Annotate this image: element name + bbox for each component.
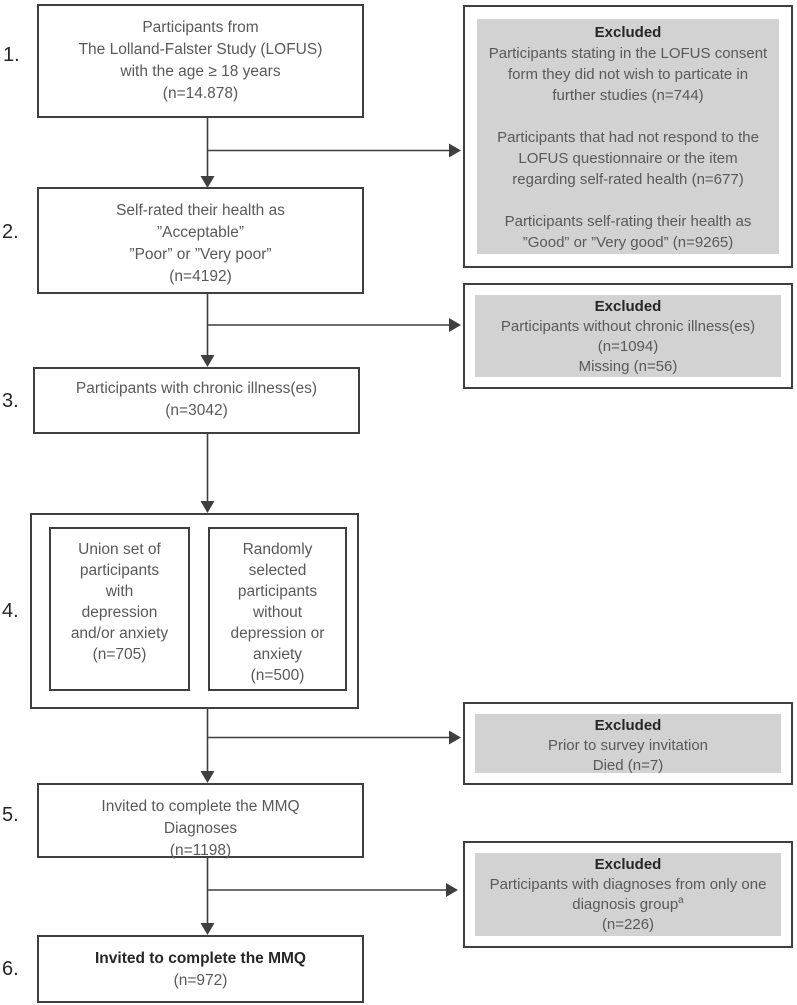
text-line: participants: [79, 562, 160, 579]
text-line: Participants without chronic illness(es): [500, 318, 756, 335]
text-line: selected: [248, 562, 307, 579]
text-line: Participants with chronic illness(es): [75, 380, 318, 397]
text-line: LOFUS questionnaire or the item: [518, 150, 738, 167]
flow-box-3-text: Participants with chronic illness(es) (n=…: [35, 369, 358, 422]
text-line: depression or: [230, 625, 325, 642]
text-line: ”Good” or ”Very good” (n=9265): [522, 234, 734, 251]
excluded-box-2-lines: Participants without chronic illness(es)…: [475, 317, 781, 377]
text-line: (n=3042): [165, 402, 228, 419]
excluded-box-3-title: Excluded: [594, 717, 662, 734]
flow-box-4: Union set of participants with depression an…: [30, 513, 359, 709]
step-number-2: 2.: [2, 221, 19, 243]
flow-box-2-text: Self-rated their health as ”Acceptable” ”P…: [39, 189, 362, 288]
text-line: Union set of: [78, 541, 161, 558]
step-number-1: 1.: [3, 44, 20, 66]
text-line: Prior to survey invitation: [547, 737, 709, 754]
text-line: ”Poor” or ”Very poor”: [129, 246, 272, 263]
text-line: anxiety: [252, 646, 303, 663]
excluded-box-2: Excluded Participants without chronic il…: [463, 283, 793, 389]
excluded-box-2-title: Excluded: [594, 298, 662, 315]
flow-box-5-text: Invited to complete the MMQ Diagnoses (n=1…: [39, 785, 362, 862]
text-line: (n=705): [92, 646, 147, 663]
text-line: Participants that had not respond to the: [497, 129, 759, 146]
excluded-box-1-para-3: Participants self-rating their health as…: [477, 211, 779, 253]
step-number-3: 3.: [2, 390, 19, 412]
text-line: Participants stating in the LOFUS consen…: [488, 45, 768, 62]
footnote-marker: a: [678, 895, 684, 906]
excluded-box-4-content: Excluded Participants with diagnoses fro…: [475, 853, 781, 936]
excluded-box-4-line-1: Participants with diagnoses from only on…: [489, 876, 767, 893]
flow-box-6-title: Invited to complete the MMQ: [95, 950, 306, 967]
step-number-6: 6.: [2, 958, 19, 980]
text-line: (n=1094): [597, 338, 659, 355]
text-line: without: [252, 604, 303, 621]
flow-box-6: Invited to complete the MMQ (n=972): [37, 935, 364, 1003]
text-line: further studies (n=744): [552, 87, 704, 104]
text-line: Self-rated their health as: [116, 202, 285, 219]
excluded-box-4-title: Excluded: [594, 856, 662, 873]
text-line: Randomly: [242, 541, 313, 558]
step-number-4: 4.: [2, 600, 19, 622]
text-line: The Lolland-Falster Study (LOFUS): [78, 41, 323, 58]
excluded-box-4: Excluded Participants with diagnoses fro…: [463, 841, 793, 948]
excluded-box-1: Excluded Participants stating in the LOF…: [463, 5, 793, 268]
text-line: Invited to complete the MMQ: [101, 798, 300, 815]
excluded-box-4-line-2: diagnosis groupa: [475, 895, 781, 915]
text-line: Died (n=7): [592, 757, 664, 774]
text-line: (n=1198): [169, 842, 232, 859]
excluded-box-2-content: Excluded Participants without chronic il…: [475, 295, 781, 377]
text-line: participants: [237, 583, 318, 600]
text-line: Diagnoses: [163, 820, 238, 837]
text-line: depression: [81, 604, 158, 621]
text-line: with the age ≥ 18 years: [120, 63, 281, 80]
text-line: (n=14.878): [162, 85, 239, 102]
text-line: with: [105, 583, 134, 600]
text-line: Participants from: [142, 19, 259, 36]
flow-box-6-count: (n=972): [173, 972, 228, 989]
excluded-box-1-para-1: Participants stating in the LOFUS consen…: [477, 43, 779, 106]
step-number-5: 5.: [2, 804, 19, 826]
excluded-box-1-content: Excluded Participants stating in the LOF…: [477, 19, 779, 254]
text-line: and/or anxiety: [70, 625, 169, 642]
excluded-box-1-title: Excluded: [594, 24, 662, 41]
text-line: ”Acceptable”: [156, 224, 244, 241]
text-line: Missing (n=56): [578, 358, 678, 375]
text-line: (n=4192): [169, 268, 232, 285]
flow-box-5: Invited to complete the MMQ Diagnoses (n=1…: [37, 783, 364, 859]
text-line: (n=500): [250, 667, 305, 684]
excluded-box-4-line-2-main: diagnosis group: [572, 896, 679, 913]
excluded-box-1-para-2: Participants that had not respond to the…: [477, 127, 779, 190]
excluded-box-4-line-3: (n=226): [601, 916, 655, 933]
text-line: regarding self-rated health (n=677): [512, 171, 744, 188]
text-line: Participants self-rating their health as: [504, 213, 752, 230]
flow-box-3: Participants with chronic illness(es) (n=…: [33, 367, 360, 434]
flow-box-2: Self-rated their health as ”Acceptable” ”P…: [37, 187, 364, 294]
text-line: form they did not wish to particate in: [507, 66, 749, 83]
flow-box-4-left: Union set of participants with depression an…: [49, 527, 190, 691]
flow-box-4-right: Randomly selected participants without depre…: [208, 527, 347, 691]
